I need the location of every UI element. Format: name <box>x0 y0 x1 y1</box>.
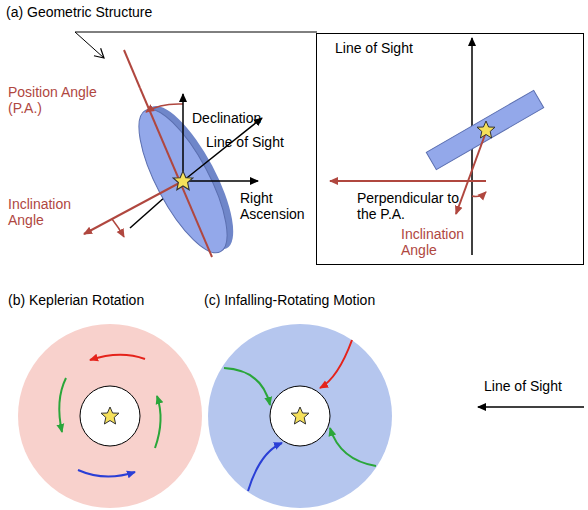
angle-label: Inclination Angle <box>401 226 481 258</box>
axis-label: Line of Sight <box>335 40 413 56</box>
panel-title: (c) Infalling-Rotating Motion <box>204 292 375 308</box>
axis-label: Line of Sight <box>206 134 284 150</box>
angle-label: Inclination Angle <box>8 196 78 228</box>
direction-label: Perpendicular to the P.A. <box>357 190 477 222</box>
axis-label: Declination <box>192 110 261 126</box>
angle-label: Position Angle (P.A.) <box>8 84 104 116</box>
axis-label: Line of Sight <box>484 378 562 394</box>
panel-title: (b) Keplerian Rotation <box>8 292 144 308</box>
panel-title: (a) Geometric Structure <box>6 4 152 20</box>
axis-label: Right Ascension <box>240 190 310 222</box>
inset-box: Line of SightPerpendicular to the P.A. In… <box>316 33 584 265</box>
